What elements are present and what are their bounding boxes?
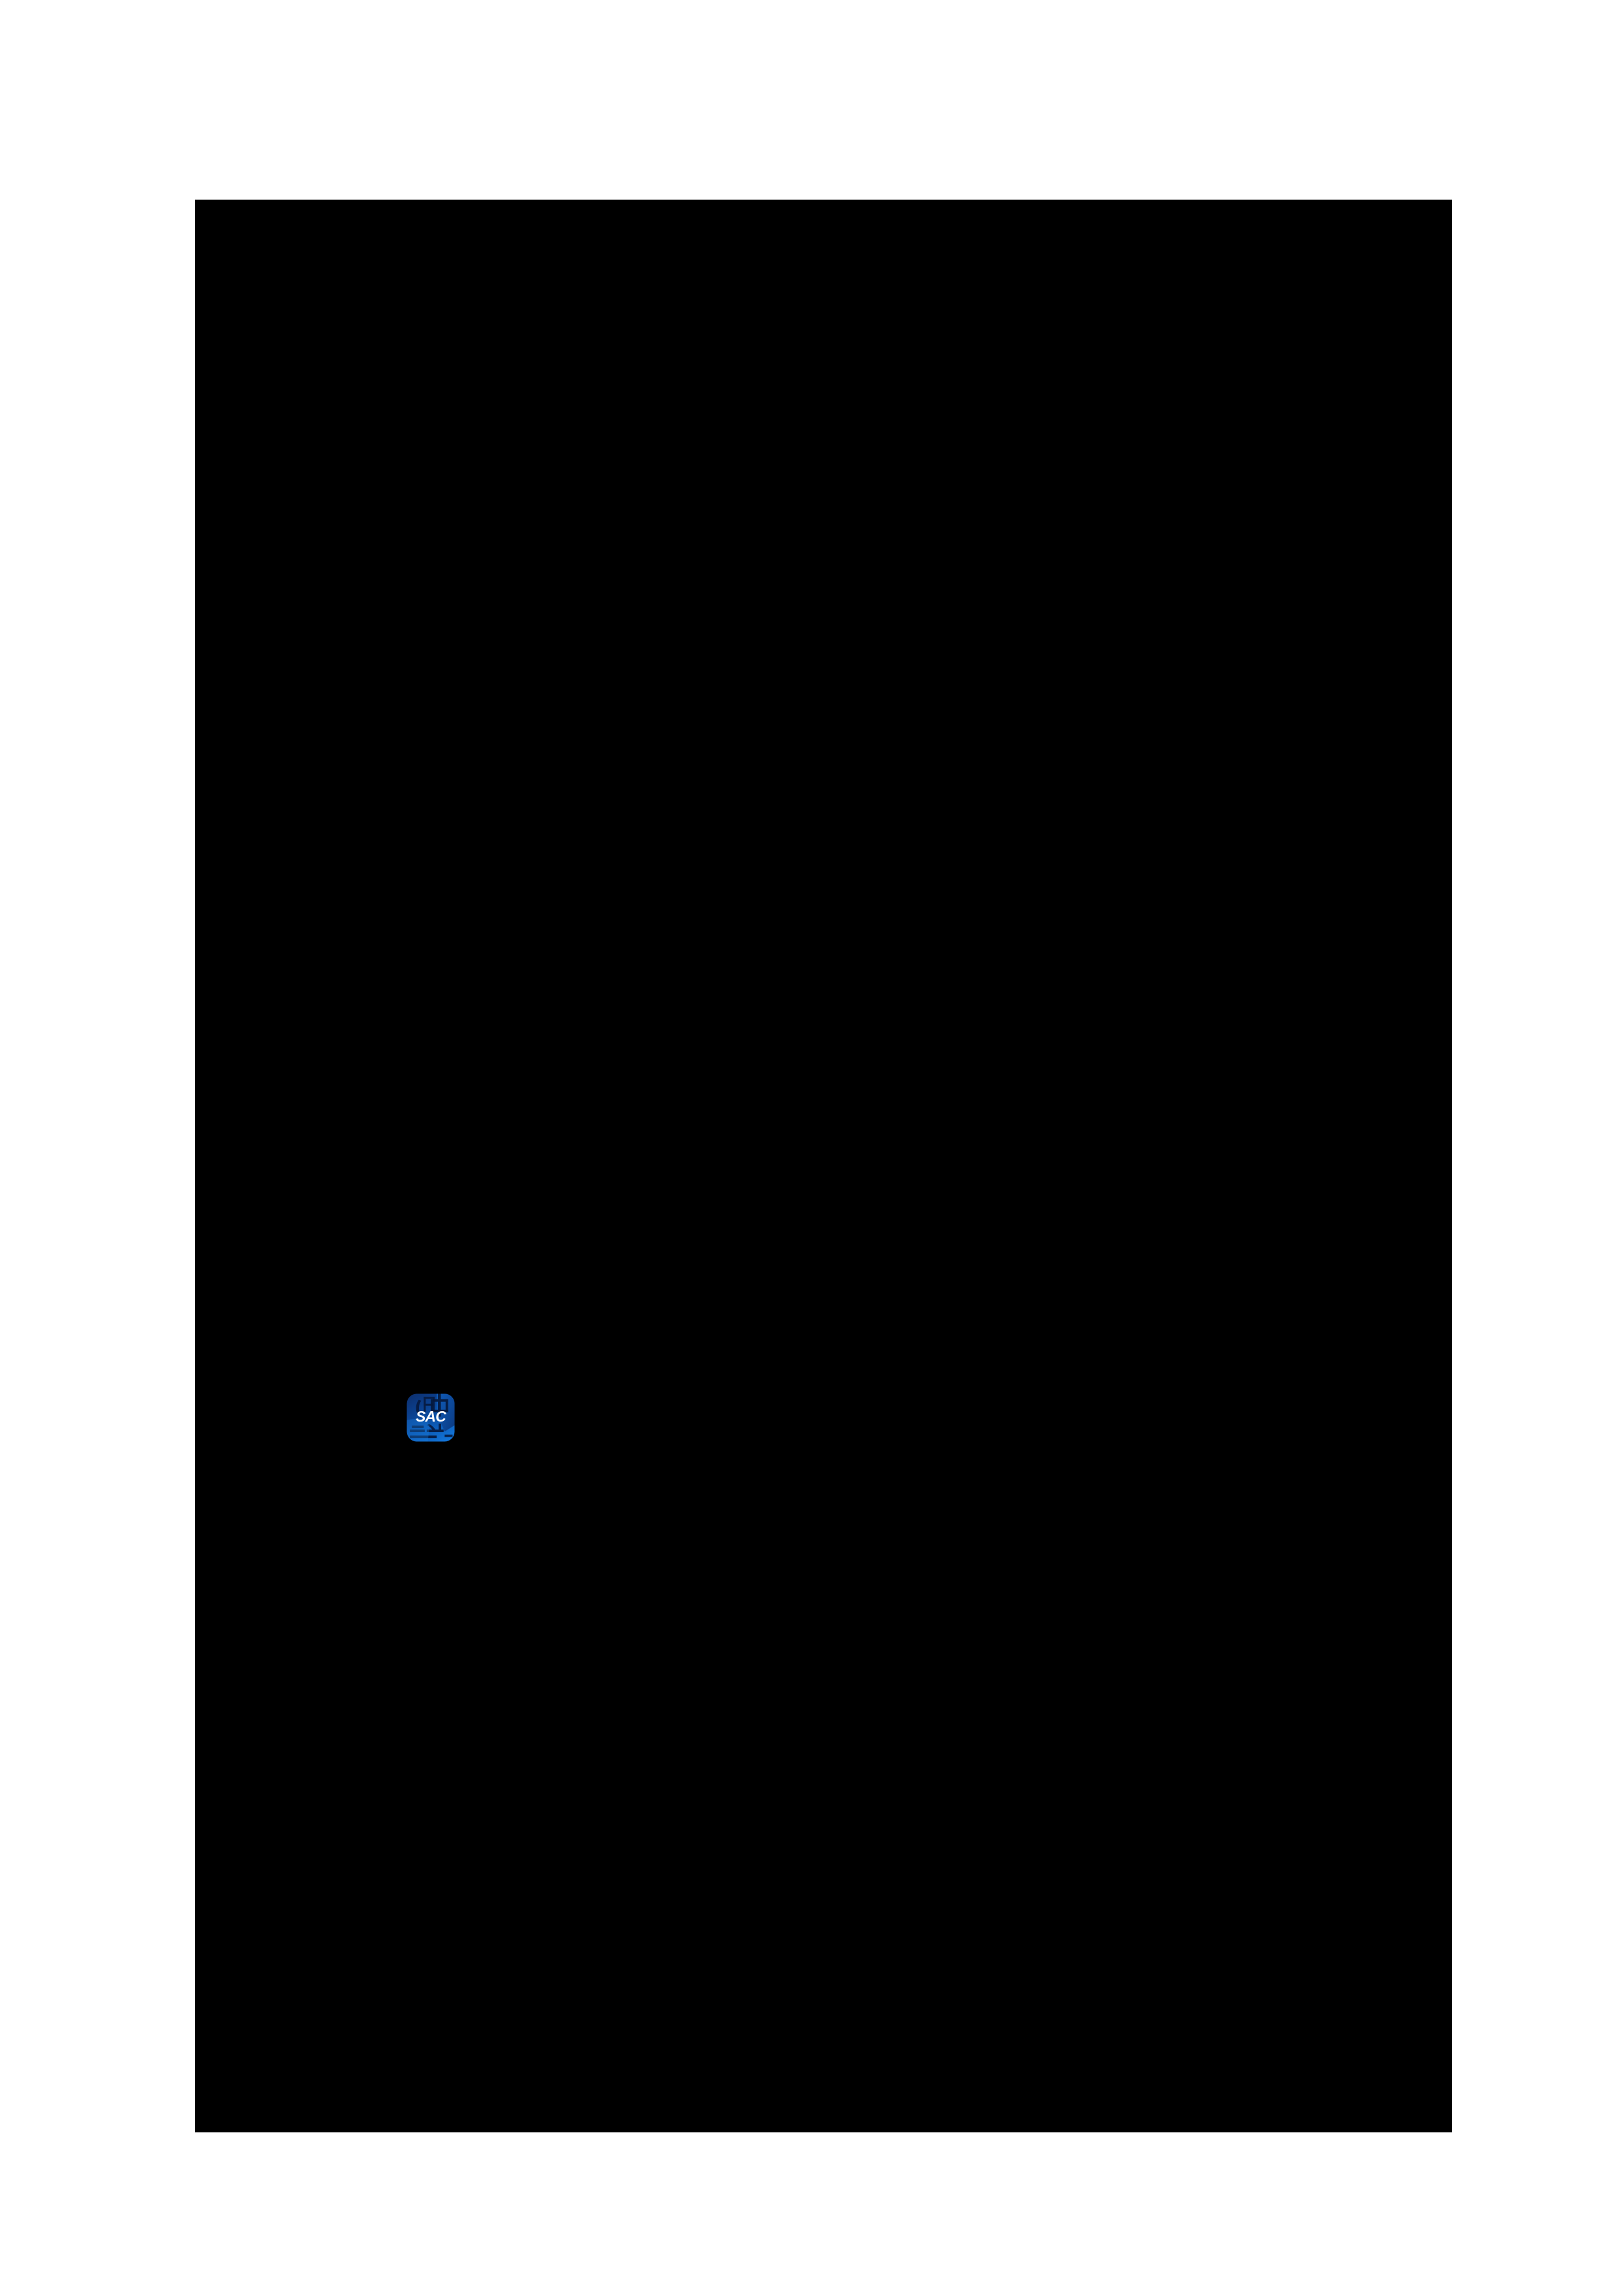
sac-wordmark: SAC — [416, 1408, 447, 1425]
sac-logo: SAC SAC 中 — [406, 1393, 456, 1443]
sac-logo-graphic: SAC — [406, 1393, 455, 1442]
sac-logo-badge-body: SAC — [406, 1393, 455, 1442]
logo-lower-strokes — [410, 1424, 453, 1439]
chinese-character-guo — [416, 1397, 435, 1414]
blacked-out-page-body — [195, 200, 1452, 2132]
svg-text:SAC: SAC — [416, 1408, 446, 1425]
